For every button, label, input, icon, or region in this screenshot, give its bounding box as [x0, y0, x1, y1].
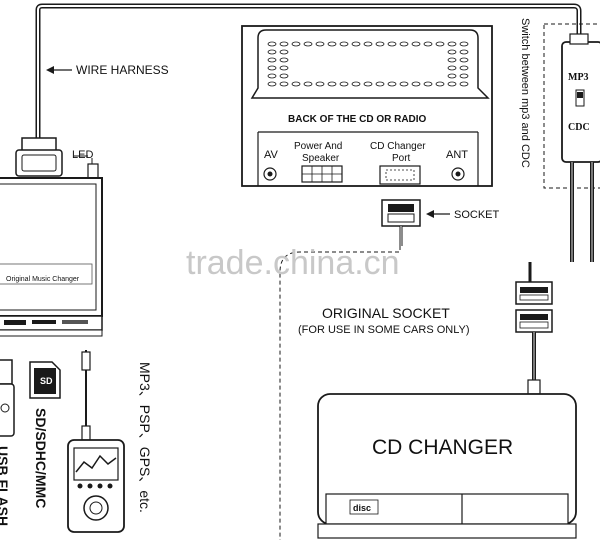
- original-socket-note: (FOR USE IN SOME CARS ONLY): [298, 324, 470, 336]
- music-changer-unit: LED Original Music Changer: [0, 137, 103, 337]
- devices-label: MP3、PSP、GPS、etc.: [137, 362, 153, 513]
- original-socket: ORIGINAL SOCKET (FOR USE IN SOME CARS ON…: [298, 262, 553, 395]
- cd-changer-unit: CD CHANGER disc: [317, 393, 577, 539]
- mp3-switch-label: MP3: [568, 72, 589, 83]
- switch-module: MP3 CDC: [543, 23, 600, 262]
- usb-flash-icon: [0, 359, 15, 437]
- mp3-player-icon: [67, 350, 125, 533]
- watermark: trade.china.cn: [186, 244, 400, 282]
- av-label: AV: [264, 149, 279, 161]
- power-speaker-label-1: Power And: [294, 141, 342, 152]
- socket-label: SOCKET: [454, 209, 500, 221]
- wire-harness-label: WIRE HARNESS: [76, 63, 169, 77]
- original-socket-label: ORIGINAL SOCKET: [322, 305, 450, 321]
- radio-back-panel: BACK OF THE CD OR RADIO AV Power And Spe…: [241, 25, 493, 187]
- wire-harness-callout: WIRE HARNESS: [46, 63, 169, 77]
- ant-label: ANT: [446, 149, 468, 161]
- vent-holes: [267, 41, 469, 87]
- unit-label: Original Music Changer: [6, 276, 80, 283]
- cdc-switch-label: CDC: [568, 122, 590, 133]
- cd-changer-port-label-1: CD Changer: [370, 141, 426, 152]
- sd-cards-label: SD/SDHC/MMC: [33, 408, 49, 508]
- sd-card-text: SD: [40, 376, 53, 386]
- cd-changer-label: CD CHANGER: [372, 436, 513, 459]
- wire-harness-cable: [35, 3, 582, 140]
- power-speaker-label-2: Speaker: [302, 153, 340, 164]
- socket-plug: SOCKET: [381, 199, 500, 246]
- sd-card-icon: SD: [29, 361, 61, 399]
- optional-route-line: [279, 246, 401, 540]
- disc-logo: disc: [353, 503, 371, 513]
- switch-note-label: Switch between mp3 and CDC: [519, 18, 531, 168]
- usb-label: USB FLASH: [0, 446, 11, 526]
- led-label: LED: [72, 149, 93, 161]
- cd-changer-port-label-2: Port: [392, 153, 411, 164]
- back-of-radio-label: BACK OF THE CD OR RADIO: [288, 114, 427, 125]
